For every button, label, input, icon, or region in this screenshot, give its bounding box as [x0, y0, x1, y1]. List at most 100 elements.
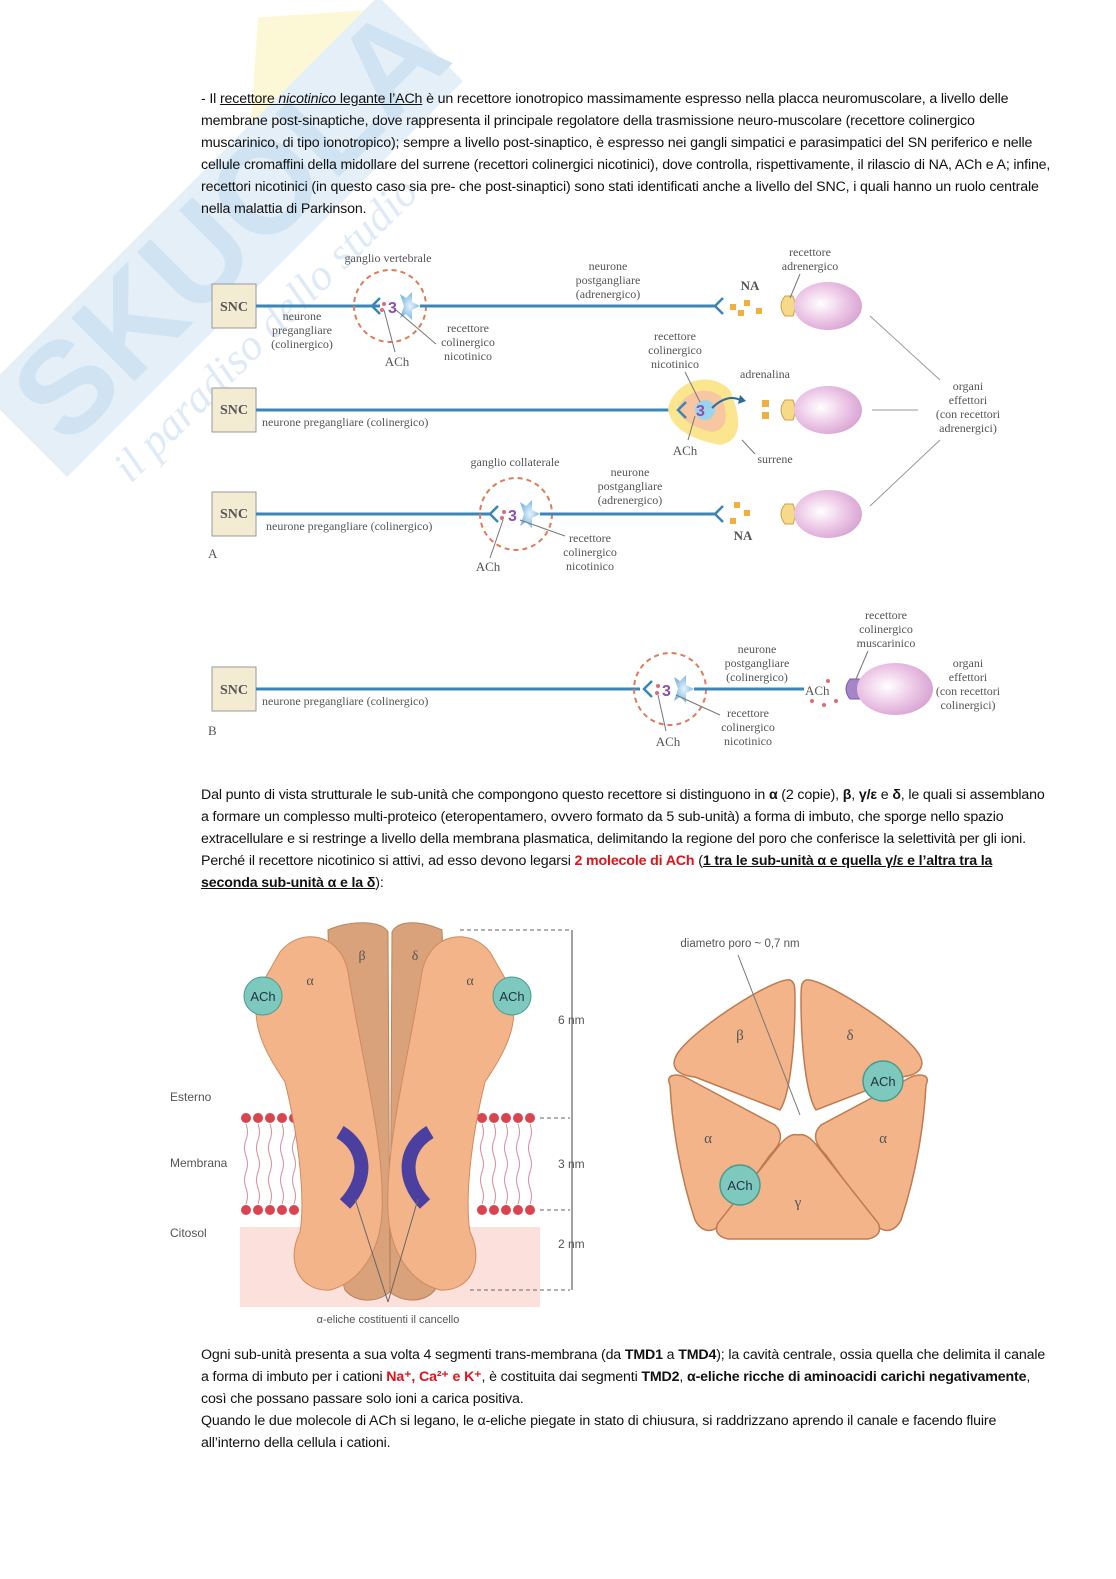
label-line: postgangliare [598, 479, 663, 493]
ach-dot [380, 308, 384, 312]
label-line: colinergici) [940, 698, 995, 712]
subunit-gamma-epsilon: γ/ε [858, 787, 877, 803]
na-molecule [734, 502, 740, 508]
label-line: recettore [447, 321, 489, 335]
gating-paragraph: Quando le due molecole di ACh si legano,… [201, 1410, 1051, 1454]
label-line: (adrenergico) [576, 287, 640, 301]
nicotinic-receptor-icon: 3 [508, 508, 517, 525]
label-line: neurone [611, 465, 650, 479]
snc-box [211, 491, 257, 537]
tmd2-term: TMD2 [641, 1369, 680, 1385]
leader-line [395, 309, 437, 345]
label-line: (con recettori [936, 684, 1001, 698]
dimension-2nm: 2 nm [558, 1237, 585, 1251]
ach-label: ACh [870, 1074, 895, 1089]
preganglionic-label: neurone pregangliare (colinergico) [262, 415, 428, 429]
na-molecule [730, 518, 736, 524]
na-molecule [738, 310, 744, 316]
text-run: ( [694, 853, 703, 869]
ganglion-neuron-icon [400, 292, 420, 320]
ach-release-label: ACh [805, 683, 830, 698]
label-line: nicotinico [566, 559, 614, 573]
intro-paragraph: - Il recettore nicotinico legante l’ACh … [201, 88, 1051, 220]
ach-dot [500, 516, 504, 520]
effector-cell [857, 663, 933, 715]
label-line: muscarinico [857, 636, 916, 650]
ach-dot [834, 699, 838, 703]
text-run: ): [375, 875, 384, 891]
ach-bound-alpha-gamma [719, 1164, 761, 1206]
text-run: è un recettore ionotropico massimamente … [201, 91, 1051, 217]
label-line: pregangliare [272, 323, 332, 337]
tmd-paragraph: Ogni sub-unità presenta a sua volta 4 se… [201, 1344, 1051, 1410]
ganglion-label: ganglio collaterale [471, 455, 560, 469]
structure-paragraph: Dal punto di vista strutturale le sub-un… [201, 784, 1051, 894]
na-molecule [730, 304, 736, 310]
tmd1-term: TMD1 [624, 1347, 663, 1363]
text-run: legante l’ACh [336, 91, 423, 107]
label-line: nicotinico [651, 357, 699, 371]
panel-label-b: B [208, 723, 217, 738]
pore-leader-line [737, 954, 801, 1116]
snc-label: SNC [220, 507, 248, 522]
nicotinic-receptor-icon: 3 [662, 683, 671, 700]
na-label: NA [741, 278, 760, 293]
effector-cell [794, 282, 862, 330]
subunit-label-beta: β [736, 1028, 744, 1044]
release-arrow [711, 397, 741, 409]
text-run: Ogni sub-unità presenta a sua volta 4 se… [201, 1347, 625, 1363]
subunit-label-alpha: α [466, 974, 474, 989]
arrow-head-icon [738, 395, 746, 404]
nicotinic-receptor-icon: 3 [388, 300, 397, 317]
snc-label: SNC [220, 683, 248, 698]
label-line: colinergico [721, 720, 775, 734]
ach-dot [810, 699, 814, 703]
layer-label-esterno: Esterno [170, 1090, 212, 1104]
snc-label: SNC [220, 403, 248, 418]
text-run: - Il [201, 91, 220, 107]
row-adrenal-medulla: SNC neurone pregangliare (colinergico) 3… [211, 329, 862, 466]
leader-line [869, 439, 941, 507]
leader-line [789, 273, 801, 299]
subunit-delta: δ [892, 787, 901, 803]
ach-label: ACh [385, 354, 410, 369]
label-line: organi [953, 656, 984, 670]
leader-line [675, 694, 721, 716]
alpha-helix-right [401, 1126, 435, 1209]
surrene-label: surrene [757, 452, 792, 466]
preganglionic-label: neurone pregangliare (colinergico) [266, 519, 432, 533]
ach-label: ACh [476, 559, 501, 574]
text-run: , così che possano passare solo ioni a c… [201, 1369, 1031, 1407]
adrenaline-label: adrenalina [740, 367, 791, 381]
subunit-beta: β [842, 787, 852, 803]
axon-terminal [488, 505, 499, 523]
text-run: , è costituita dai segmenti [481, 1369, 642, 1385]
dimension-6nm: 6 nm [558, 1013, 585, 1027]
layer-label-citosol: Citosol [170, 1226, 207, 1240]
na-label: NA [734, 528, 753, 543]
label-line: nicotinico [444, 349, 492, 363]
subunit-label-alpha: α [306, 974, 314, 989]
axon-terminal [370, 297, 381, 315]
snc-box [211, 666, 257, 712]
subunit-gamma-wedge [715, 1133, 881, 1240]
ach-dot [822, 703, 826, 707]
figure-a-autonomic-pathways: SNC 3 ganglio vertebrale neurone pregang… [208, 245, 1001, 574]
chromaffin-cell [695, 400, 715, 420]
central-pore [786, 1109, 810, 1133]
dimension-3nm: 3 nm [558, 1157, 585, 1171]
axon-terminal [642, 680, 653, 698]
leader-line [684, 371, 701, 403]
membrane-left [241, 1113, 299, 1215]
alpha-helix-left [335, 1126, 369, 1209]
label-line: effettori [949, 670, 988, 684]
ach-dot [656, 684, 660, 688]
ach-dot [382, 302, 386, 306]
leader-line [383, 309, 396, 353]
label-line: adrenergico [782, 259, 838, 273]
layer-label-membrana: Membrana [170, 1156, 228, 1170]
ach-bound-delta-alpha [862, 1060, 904, 1102]
ach-dot [502, 510, 506, 514]
panel-label-a: A [208, 546, 218, 561]
gate-caption: α-eliche costituenti il cancello [317, 1314, 460, 1326]
